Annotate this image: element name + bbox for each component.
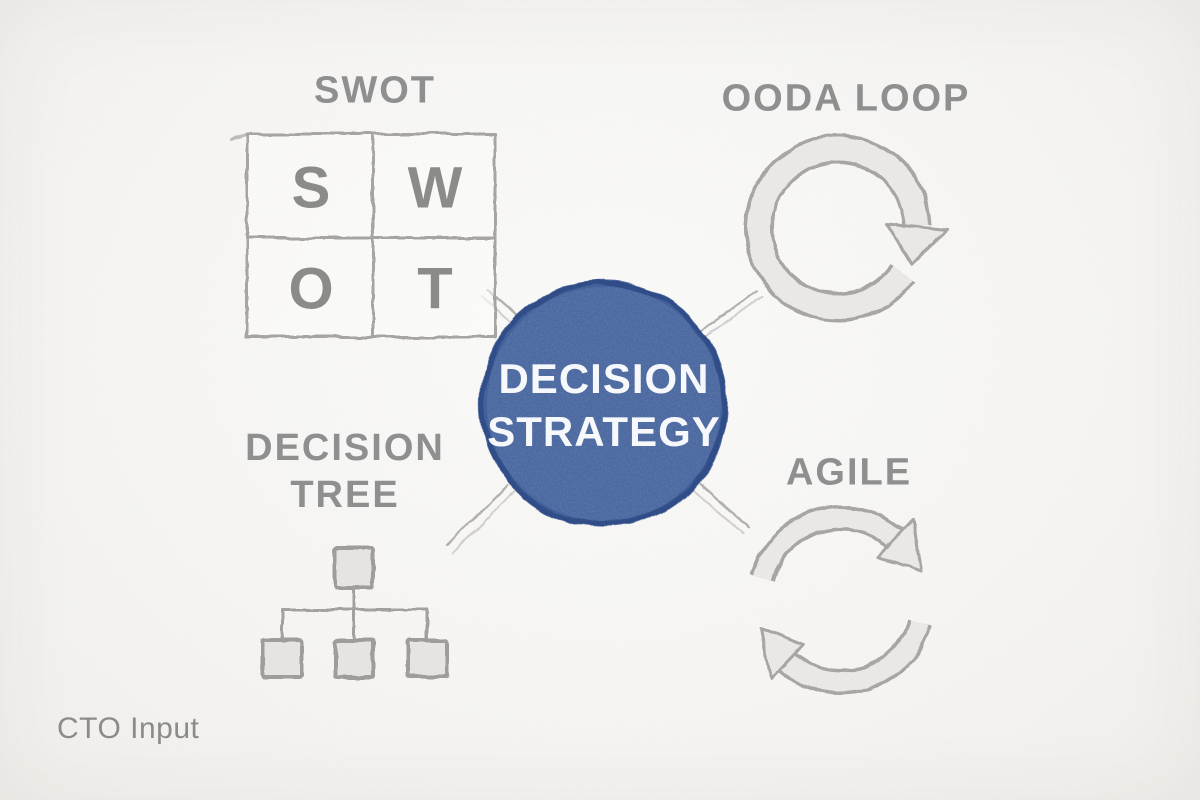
center-node-label: DECISION STRATEGY [487,352,721,458]
decision-tree-label-line2: TREE [290,474,400,516]
node-title-ooda-loop: OODA LOOP [721,77,971,120]
swot-letter-w: W [407,155,463,221]
node-title-swot: SWOT [314,69,436,112]
swot-letter-s: S [291,155,331,221]
caption-cto-input: CTO Input [57,712,200,745]
center-label-line2: STRATEGY [487,408,721,455]
swot-letter-o: O [288,256,334,322]
swot-letter-t: T [417,256,453,322]
center-label-line1: DECISION [498,355,710,402]
node-title-agile: AGILE [785,451,913,494]
node-title-decision-tree: DECISION TREE [215,425,475,519]
decision-tree-label-line1: DECISION [245,427,445,469]
